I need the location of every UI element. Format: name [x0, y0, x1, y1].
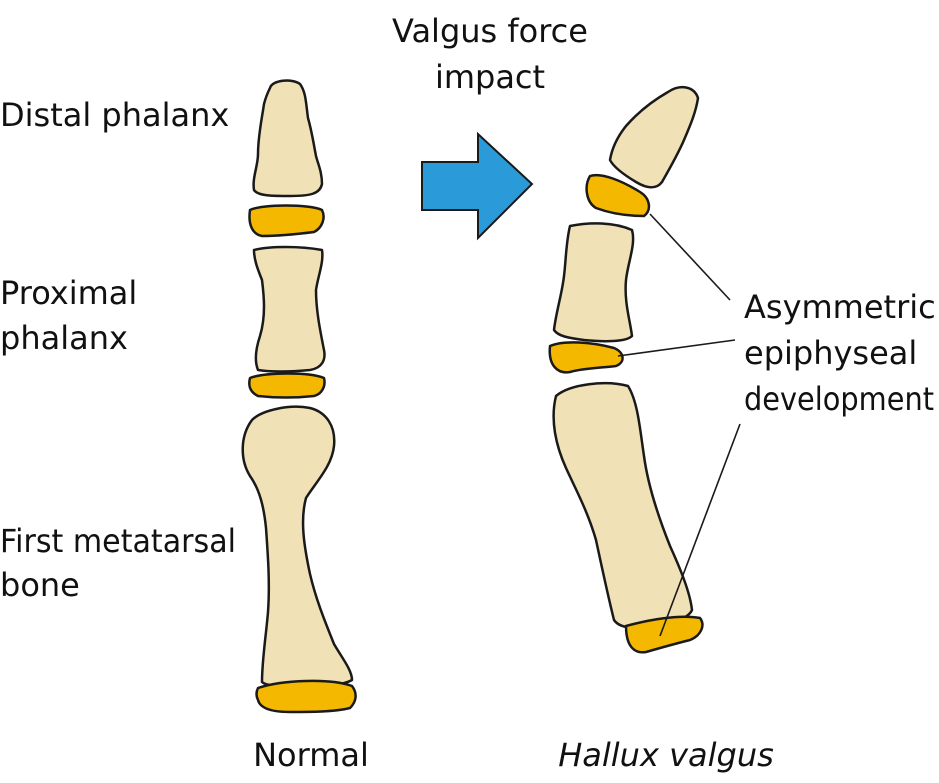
label-proximal-phalanx-line2: phalanx — [0, 319, 128, 357]
label-first-metatarsal-line1: First metatarsal — [0, 522, 236, 560]
label-proximal-phalanx-line1: Proximal — [0, 274, 137, 312]
label-first-metatarsal-line2: bone — [0, 566, 80, 604]
valgus-first-metatarsal — [552, 382, 694, 630]
valgus-proximal-phalanx — [552, 222, 635, 343]
normal-distal-epiphyseal-plate — [248, 204, 325, 238]
valgus-proximal-epiphyseal-plate — [548, 341, 624, 374]
leader-line-proximal-plate — [617, 339, 736, 357]
label-force-line1: Valgus force — [392, 12, 588, 50]
normal-proximal-phalanx — [252, 245, 326, 373]
hallux-valgus-toe — [548, 85, 704, 654]
leader-line-distal-plate — [649, 213, 731, 301]
label-asymmetric-line1: Asymmetric — [744, 288, 936, 326]
normal-first-metatarsal — [241, 405, 354, 688]
valgus-distal-phalanx — [608, 85, 700, 189]
label-force-line2: impact — [435, 58, 545, 96]
leader-line-metatarsal-plate — [659, 423, 741, 637]
label-asymmetric-line3: development — [744, 380, 934, 418]
label-normal: Normal — [253, 736, 369, 774]
label-hallux-valgus: Hallux valgus — [558, 736, 774, 774]
normal-metatarsal-epiphyseal-plate — [255, 679, 357, 714]
normal-proximal-epiphyseal-plate — [248, 372, 326, 399]
right-arrow-icon — [421, 131, 534, 241]
valgus-metatarsal-epiphyseal-plate — [624, 615, 704, 654]
leader-lines — [617, 213, 741, 637]
normal-distal-phalanx — [252, 79, 324, 198]
valgus-distal-epiphyseal-plate — [585, 173, 651, 218]
label-distal-phalanx: Distal phalanx — [0, 96, 229, 134]
normal-toe — [241, 79, 357, 714]
label-asymmetric-line2: epiphyseal — [744, 334, 917, 372]
